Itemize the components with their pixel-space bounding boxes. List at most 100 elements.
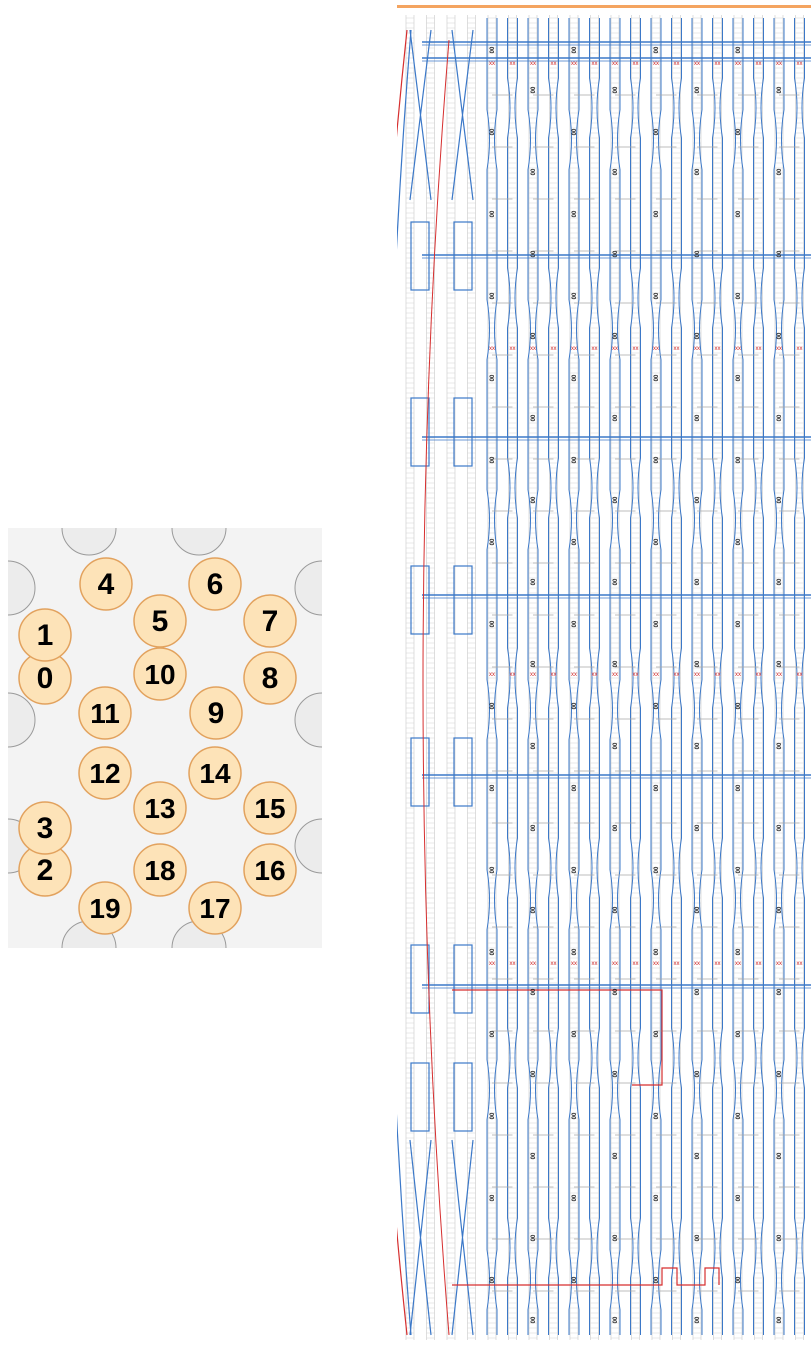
lattice-node-label: 6 — [207, 568, 224, 601]
gate-marker: xx — [633, 346, 639, 352]
gate-marker: xx — [674, 61, 680, 67]
lattice-node: 19 — [79, 882, 131, 934]
rail-label: 00 — [613, 1316, 619, 1323]
gate-marker: xx — [551, 61, 557, 67]
gate-marker: xx — [797, 961, 803, 967]
rail-label: 00 — [654, 292, 660, 299]
gate-marker: xx — [510, 346, 516, 352]
gate-marker: xx — [653, 61, 659, 67]
rail-label: 00 — [490, 948, 496, 955]
gate-marker: xx — [776, 61, 782, 67]
gate-marker: xx — [510, 61, 516, 67]
top-bar — [397, 5, 811, 8]
rail-label: 00 — [613, 906, 619, 913]
rail-label: 00 — [531, 1070, 537, 1077]
gate-marker: xx — [694, 61, 700, 67]
rail-label: 00 — [695, 1152, 701, 1159]
gate-marker: xx — [756, 672, 762, 678]
gate-marker: xx — [694, 961, 700, 967]
rail-label: 00 — [613, 824, 619, 831]
rail-label: 00 — [572, 456, 578, 463]
rail-label: 00 — [777, 988, 783, 995]
gate-marker: xx — [797, 672, 803, 678]
rail-label: 00 — [572, 374, 578, 381]
rail-label: 00 — [695, 496, 701, 503]
rail-label: 00 — [777, 250, 783, 257]
crossing-line — [410, 30, 431, 200]
gate-marker: xx — [571, 346, 577, 352]
gate-marker: xx — [756, 961, 762, 967]
rail-label: 00 — [490, 374, 496, 381]
lattice-node-label: 17 — [199, 893, 230, 924]
lattice-node-label: 5 — [152, 605, 169, 638]
lattice-node-label: 9 — [208, 697, 225, 730]
lattice-node-label: 3 — [37, 812, 54, 845]
gate-marker: xx — [592, 672, 598, 678]
rail-label: 00 — [572, 210, 578, 217]
rail-label: 00 — [695, 578, 701, 585]
rail-label: 00 — [736, 702, 742, 709]
gate-marker: xx — [612, 961, 618, 967]
rail-label: 00 — [695, 168, 701, 175]
gate-marker: xx — [694, 346, 700, 352]
rail-label: 00 — [654, 620, 660, 627]
rail-label: 00 — [654, 948, 660, 955]
rail-label: 00 — [531, 86, 537, 93]
rail-label: 00 — [736, 210, 742, 217]
rail-label: 00 — [572, 1194, 578, 1201]
gate-marker: xx — [510, 672, 516, 678]
gate-marker: xx — [674, 961, 680, 967]
rail-label: 00 — [736, 948, 742, 955]
rail-label: 00 — [572, 292, 578, 299]
rail-label: 00 — [572, 46, 578, 53]
lattice-node-label: 14 — [199, 758, 231, 789]
rail-label: 00 — [490, 1112, 496, 1119]
gate-marker: xx — [530, 61, 536, 67]
gate-marker: xx — [633, 61, 639, 67]
rail-label: 00 — [736, 456, 742, 463]
rail-label: 00 — [490, 784, 496, 791]
lattice-node: 5 — [134, 595, 186, 647]
lattice-node: 3 — [19, 802, 71, 854]
gate-marker: xx — [797, 346, 803, 352]
rail-label: 00 — [777, 578, 783, 585]
gate-marker: xx — [612, 61, 618, 67]
gate-marker: xx — [735, 672, 741, 678]
rail-label: 00 — [490, 1194, 496, 1201]
lattice-node-label: 16 — [254, 855, 285, 886]
gate-marker: xx — [776, 672, 782, 678]
rail-label: 00 — [613, 660, 619, 667]
rail-label: 00 — [490, 538, 496, 545]
rail-label: 00 — [695, 250, 701, 257]
rail-label: 00 — [777, 414, 783, 421]
rail-label: 00 — [572, 620, 578, 627]
rail-label: 00 — [572, 1112, 578, 1119]
rail-label: 00 — [490, 866, 496, 873]
rail-label: 00 — [777, 168, 783, 175]
rail-label: 00 — [654, 866, 660, 873]
lattice-node: 13 — [134, 782, 186, 834]
rail-label: 00 — [777, 1152, 783, 1159]
gate-marker: xx — [735, 346, 741, 352]
rail-label: 00 — [531, 168, 537, 175]
rail-label: 00 — [695, 906, 701, 913]
lattice-node-label: 2 — [37, 854, 54, 887]
gate-marker: xx — [776, 961, 782, 967]
lattice-node-label: 0 — [37, 662, 54, 695]
gate-marker: xx — [715, 346, 721, 352]
rail-label: 00 — [572, 538, 578, 545]
lattice-node-label: 8 — [262, 662, 279, 695]
rail-label: 00 — [531, 1316, 537, 1323]
lattice-node-label: 4 — [98, 568, 115, 601]
lattice-node: 15 — [244, 782, 296, 834]
blue-box — [454, 566, 472, 634]
gate-marker: xx — [571, 61, 577, 67]
rail-label: 00 — [654, 702, 660, 709]
crossing-group — [410, 30, 473, 1335]
rail-label: 00 — [654, 1194, 660, 1201]
rail-label: 00 — [613, 742, 619, 749]
lattice-node: 14 — [189, 747, 241, 799]
gate-marker: xx — [592, 346, 598, 352]
rail-label: 00 — [572, 128, 578, 135]
outer-arc-blue — [397, 30, 411, 1335]
